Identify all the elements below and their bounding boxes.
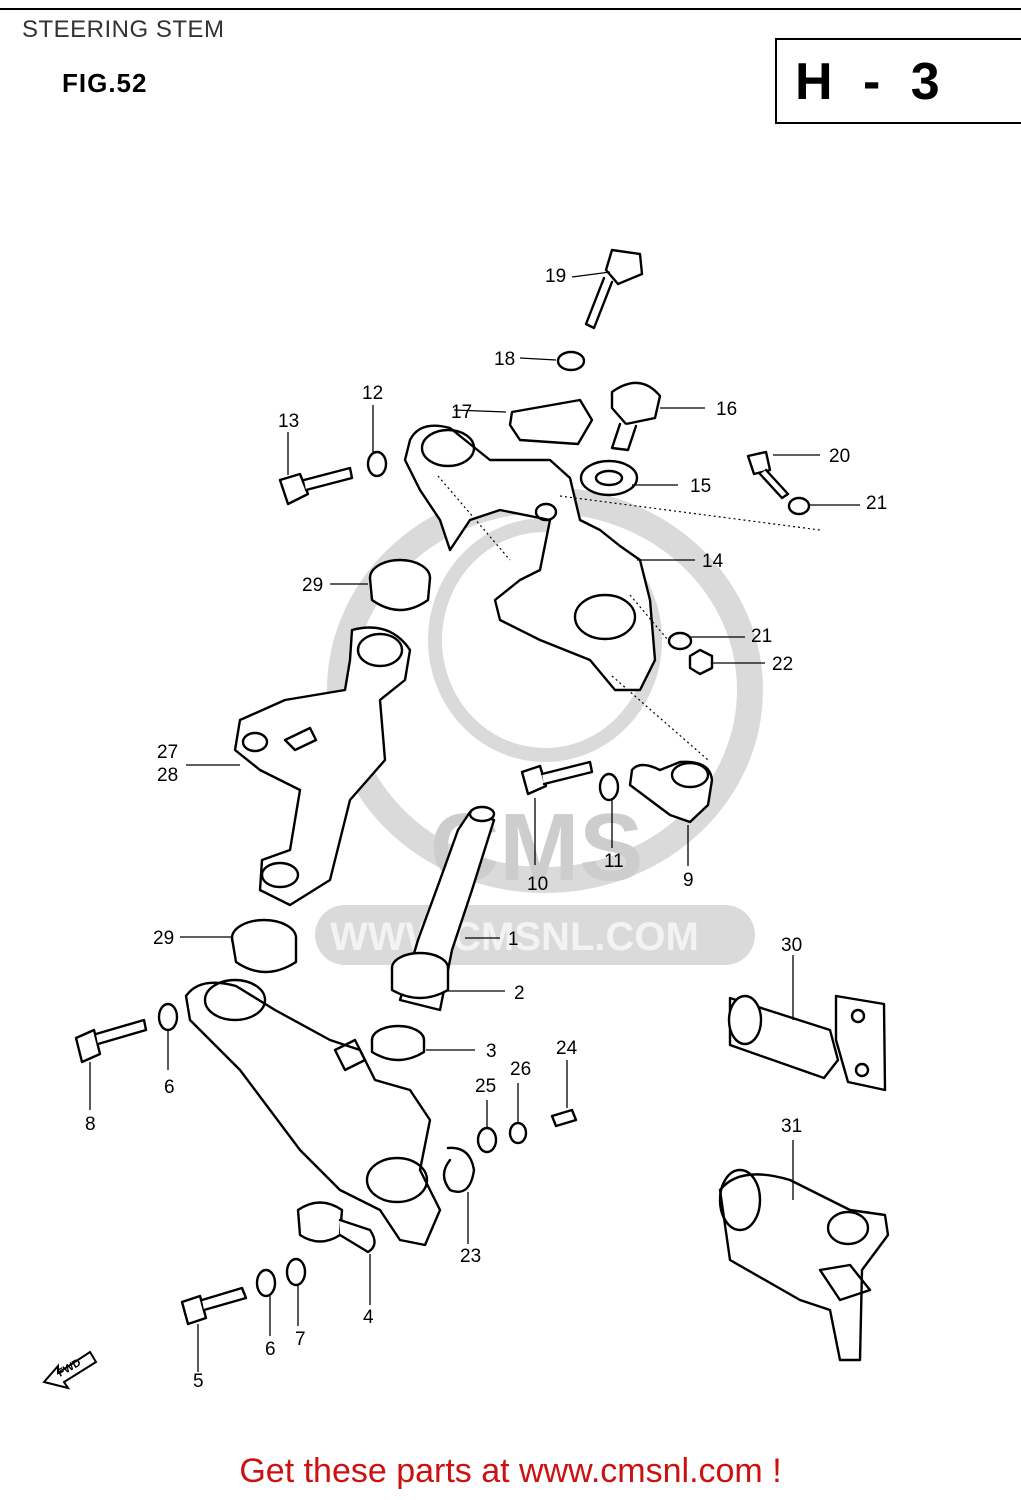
part-label-3: 3 [486, 1041, 497, 1062]
page-title: STEERING STEM [22, 16, 225, 43]
part-label-14: 14 [702, 551, 724, 572]
clamp-9 [628, 760, 714, 824]
washer-12 [366, 450, 388, 478]
part-label-15: 15 [690, 476, 711, 497]
washer-6-lower [255, 1268, 277, 1298]
washer-25 [476, 1126, 498, 1154]
washer-21-lower [667, 631, 693, 651]
bolt-13 [278, 466, 354, 506]
part-label-10: 10 [527, 874, 548, 895]
clip-23 [442, 1146, 476, 1193]
part-label-8: 8 [85, 1114, 96, 1135]
bolt-10 [520, 760, 594, 796]
washer-6-upper [157, 1002, 179, 1032]
washer-7 [285, 1257, 307, 1287]
washer-21-upper [787, 496, 811, 516]
part-label-9: 9 [683, 870, 694, 891]
part-label-28: 28 [157, 765, 178, 786]
bolt-16 [610, 381, 662, 452]
clamp-cap-17 [508, 398, 594, 446]
part-label-26: 26 [510, 1059, 531, 1080]
washer-18 [556, 350, 586, 372]
part-label-20: 20 [829, 446, 850, 467]
part-label-25: 25 [475, 1076, 496, 1097]
part-label-21-upper: 21 [866, 493, 887, 514]
part-label-16: 16 [716, 399, 737, 420]
part-label-6-upper: 6 [164, 1077, 175, 1098]
washer-15 [579, 459, 639, 497]
bolt-8 [74, 1018, 148, 1064]
seal-29-lower [230, 918, 298, 974]
part-label-29-lower: 29 [153, 928, 174, 949]
bolt-20 [746, 450, 790, 500]
part-label-11: 11 [604, 851, 624, 872]
part-label-23: 23 [460, 1246, 481, 1267]
washer-26 [508, 1121, 528, 1145]
stopper-4 [296, 1201, 376, 1254]
part-label-4: 4 [363, 1307, 374, 1328]
part-label-12: 12 [362, 383, 383, 404]
watermark-url: WWW.CMSNL.COM [330, 915, 699, 959]
part-label-6-lower: 6 [265, 1339, 276, 1360]
part-label-27: 27 [157, 742, 178, 763]
part-label-31: 31 [781, 1116, 802, 1137]
footer-cta-link[interactable]: Get these parts at www.cmsnl.com ! [239, 1452, 782, 1490]
figure-label: FIG.52 [62, 68, 148, 98]
part-label-29-upper: 29 [302, 575, 323, 596]
part-label-7: 7 [295, 1329, 306, 1350]
part-label-24: 24 [556, 1038, 578, 1059]
part-label-22: 22 [772, 654, 793, 675]
steering-lock-30 [727, 994, 887, 1092]
part-label-13: 13 [278, 411, 299, 432]
washer-11 [598, 772, 620, 802]
part-label-21-lower: 21 [751, 626, 772, 647]
part-label-2: 2 [514, 983, 525, 1004]
bracket-27-28 [233, 626, 412, 907]
fwd-arrow-icon: FWD [42, 1350, 98, 1390]
part-label-1: 1 [508, 929, 519, 950]
upper-bracket-14 [403, 424, 657, 692]
top-rule [0, 8, 1021, 10]
bearing-3 [370, 1024, 426, 1062]
section-code: H - 3 [795, 53, 948, 111]
part-label-18: 18 [494, 349, 515, 370]
bolt-19 [584, 248, 644, 330]
bearing-race-2 [390, 951, 450, 1000]
lower-bracket [184, 978, 442, 1247]
part-label-5: 5 [193, 1371, 204, 1392]
part-label-17: 17 [451, 402, 472, 423]
nut-22 [688, 648, 714, 676]
bolt-5 [180, 1286, 248, 1326]
seal-29-upper [368, 558, 432, 612]
screw-24 [550, 1108, 578, 1128]
part-label-19: 19 [545, 266, 566, 287]
part-label-30: 30 [781, 935, 802, 956]
section-box [775, 38, 1021, 124]
lock-cover-31 [718, 1168, 890, 1362]
